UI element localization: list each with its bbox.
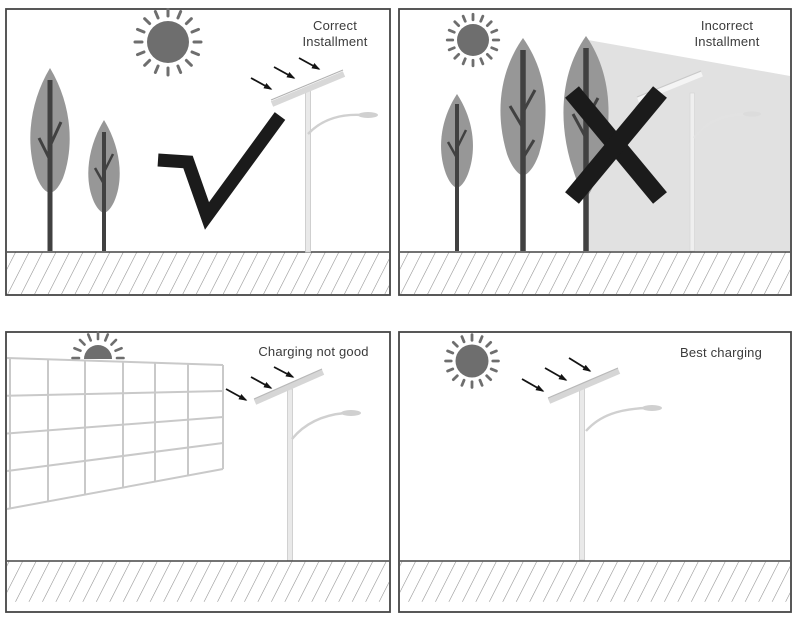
solar-panel — [253, 369, 325, 405]
x-mark-icon — [565, 86, 667, 204]
panel-correct-installment: Correct Installment — [5, 8, 391, 296]
tree-icon — [441, 94, 473, 251]
lamp-arm — [291, 411, 346, 440]
panel-charging-not-good: Charging not good — [5, 331, 391, 613]
ground-hatch — [400, 560, 790, 602]
tree-icon — [500, 38, 546, 251]
tree-icon — [88, 120, 120, 251]
ground-hatch — [7, 560, 389, 602]
panel-caption: Charging not good — [246, 344, 381, 360]
ground-hatch — [400, 251, 790, 294]
lamp-arm — [307, 113, 363, 135]
light-pole — [287, 388, 293, 562]
light-pole — [305, 89, 311, 253]
panel-caption: Correct Installment — [285, 18, 385, 50]
check-mark-icon — [157, 112, 286, 230]
panel-caption: Incorrect Installment — [672, 18, 782, 50]
panel-best-charging: Best charging — [398, 331, 792, 613]
light-pole — [579, 386, 585, 561]
tree-icon — [30, 68, 70, 251]
ground-hatch — [7, 251, 389, 294]
sun-icon — [444, 333, 500, 389]
wall-grid — [6, 357, 224, 510]
sun-icon — [133, 8, 203, 77]
solar-panel — [270, 71, 346, 107]
lamp-arm — [585, 406, 647, 432]
caption-line: Installment — [302, 34, 368, 49]
tree-shadow — [588, 40, 790, 251]
caption-line: Best charging — [679, 345, 763, 360]
solar-street-light — [253, 368, 361, 562]
sun-icon — [445, 12, 501, 68]
caption-line: Charging not good — [258, 344, 369, 359]
sunlight-arrows — [250, 57, 321, 90]
caption-line: Incorrect — [700, 18, 754, 33]
lamp-head — [743, 111, 761, 117]
half-sun-icon — [71, 331, 125, 360]
panel-caption: Best charging — [666, 345, 776, 361]
solar-panel — [547, 368, 621, 404]
light-pole — [689, 92, 695, 252]
solar-street-light — [270, 69, 378, 253]
lamp-head — [341, 410, 361, 416]
lamp-head — [642, 405, 662, 411]
panel-frame — [5, 8, 391, 296]
caption-line: Correct — [312, 18, 358, 33]
lamp-arm — [693, 112, 747, 139]
panel-incorrect-installment: Incorrect Installment — [398, 8, 792, 296]
sunlight-arrows — [521, 357, 592, 392]
lamp-head — [358, 112, 378, 118]
solar-street-light — [547, 367, 662, 561]
sunlight-arrows — [225, 366, 295, 401]
caption-line: Installment — [694, 34, 760, 49]
